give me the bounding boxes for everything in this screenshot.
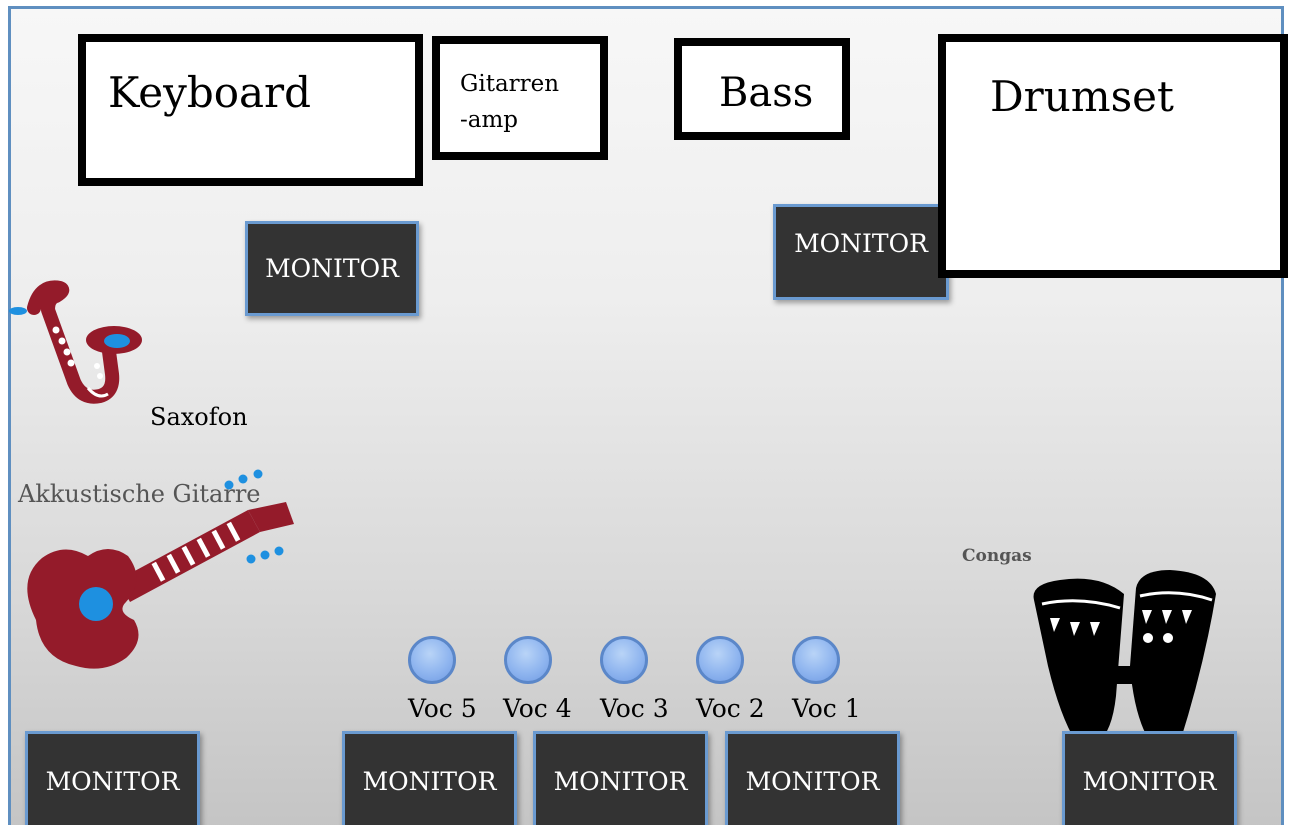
monitor-bass: MONITOR	[773, 204, 949, 300]
monitor-vocal-1: MONITOR	[342, 731, 517, 825]
vocal-mic-1	[792, 636, 840, 684]
monitor-label: MONITOR	[553, 766, 688, 796]
vocal-label-2: Voc 2	[696, 694, 765, 723]
monitor-label: MONITOR	[1082, 766, 1217, 796]
saxophone-label: Saxofon	[150, 403, 248, 431]
vocal-label-3: Voc 3	[600, 694, 669, 723]
guitar-amp-label-line1: Gitarren	[460, 71, 560, 97]
bass-label: Bass	[719, 70, 814, 116]
vocal-label-5: Voc 5	[408, 694, 477, 723]
congas-icon	[1033, 570, 1216, 742]
monitor-bottom-left: MONITOR	[25, 731, 200, 825]
keyboard-box: Keyboard	[78, 34, 423, 186]
monitor-label: MONITOR	[45, 766, 180, 796]
vocal-mic-2	[696, 636, 744, 684]
vocal-mic-3	[600, 636, 648, 684]
vocal-mic-4	[504, 636, 552, 684]
vocal-label-1: Voc 1	[792, 694, 861, 723]
guitar-amp-label-line2: -amp	[460, 107, 519, 133]
drumset-box: Drumset	[938, 34, 1288, 278]
bass-box: Bass	[674, 38, 850, 140]
congas-label: Congas	[962, 546, 1032, 566]
guitar-amp-box: Gitarren -amp	[432, 36, 608, 160]
monitor-label: MONITOR	[265, 254, 399, 283]
vocal-label-4: Voc 4	[503, 694, 572, 723]
vocal-mic-5	[408, 636, 456, 684]
keyboard-label: Keyboard	[108, 68, 312, 117]
saxophone-icon	[9, 280, 142, 404]
monitor-vocal-2: MONITOR	[533, 731, 708, 825]
monitor-label: MONITOR	[794, 229, 928, 258]
monitor-congas: MONITOR	[1062, 731, 1237, 825]
guitar-icon	[27, 469, 294, 669]
monitor-vocal-3: MONITOR	[725, 731, 900, 825]
drumset-label: Drumset	[990, 72, 1174, 121]
acoustic-guitar-label: Akkustische Gitarre	[18, 480, 261, 508]
monitor-label: MONITOR	[745, 766, 880, 796]
monitor-keyboard: MONITOR	[245, 221, 419, 316]
monitor-label: MONITOR	[362, 766, 497, 796]
